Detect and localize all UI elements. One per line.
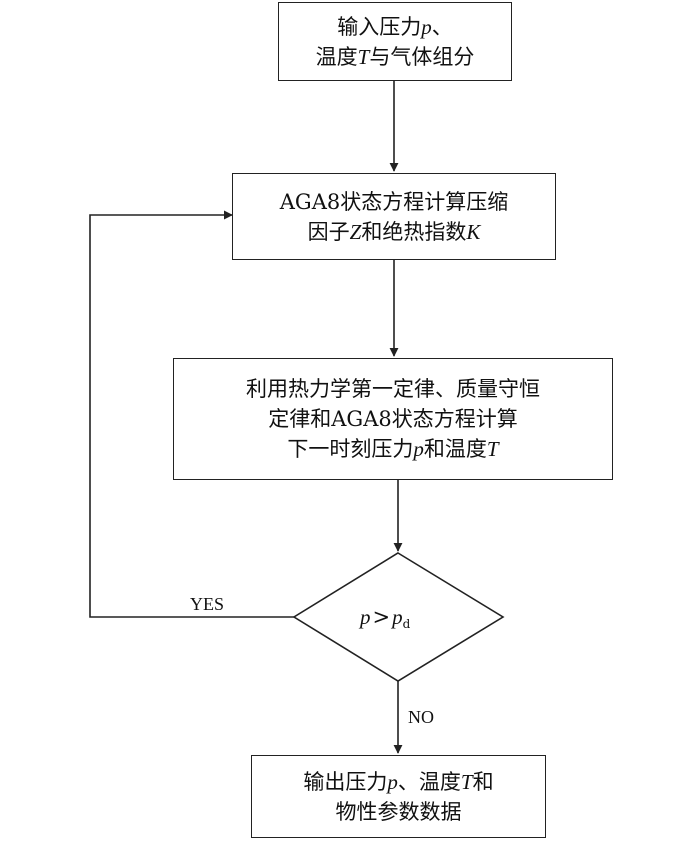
output-text: 输出压力 <box>303 769 388 794</box>
aga8-text: 和绝热指数 <box>361 219 467 244</box>
input-punct: 、 <box>431 14 453 39</box>
compute-line-2: 定律和AGA8状态方程计算 <box>268 407 518 431</box>
temperature-var: T <box>486 437 499 461</box>
output-box: 输出压力p、温度T和 物性参数数据 <box>251 755 546 838</box>
pressure-var: p <box>413 437 424 461</box>
greater-than-sign: > <box>372 605 391 629</box>
compute-line-3: 下一时刻压力p和温度T <box>287 434 498 464</box>
input-text: 温度 <box>315 44 358 69</box>
adiabatic-index-var: K <box>466 219 481 244</box>
output-line-1: 输出压力p、温度T和 <box>303 767 493 797</box>
yes-label: YES <box>190 594 225 614</box>
compute-box: 利用热力学第一定律、质量守恒 定律和AGA8状态方程计算 下一时刻压力p和温度T <box>173 358 613 480</box>
aga8-box: AGA8状态方程计算压缩 因子Z和绝热指数K <box>232 173 556 260</box>
output-text: 和 <box>472 769 494 794</box>
decision-condition: p>pd <box>360 605 410 636</box>
aga8-text: 因子 <box>307 219 350 244</box>
compute-text: 和温度 <box>423 437 487 461</box>
compute-text: 下一时刻压力 <box>287 437 414 461</box>
temperature-var: T <box>357 44 370 69</box>
input-line-2: 温度T与气体组分 <box>316 42 475 72</box>
input-text: 与气体组分 <box>369 44 475 69</box>
no-label: NO <box>408 707 434 727</box>
pressure-var: p <box>421 14 432 39</box>
compressibility-var: Z <box>349 219 362 244</box>
design-pressure-subscript: d <box>402 617 411 631</box>
aga8-line-1: AGA8状态方程计算压缩 <box>279 189 509 214</box>
input-box: 输入压力p、 温度T与气体组分 <box>278 2 512 81</box>
compute-line-1: 利用热力学第一定律、质量守恒 <box>246 377 540 401</box>
input-line-1: 输入压力p、 <box>337 12 453 42</box>
input-text: 输入压力 <box>337 14 422 39</box>
arrow-yes-loop <box>89 210 294 618</box>
design-pressure-var: p <box>392 605 403 629</box>
aga8-line-2: 因子Z和绝热指数K <box>308 217 481 247</box>
output-text: 、温度 <box>397 769 461 794</box>
pressure-var: p <box>387 769 398 794</box>
temperature-var: T <box>460 769 473 794</box>
pressure-var: p <box>360 605 371 629</box>
output-line-2: 物性参数数据 <box>335 799 462 824</box>
